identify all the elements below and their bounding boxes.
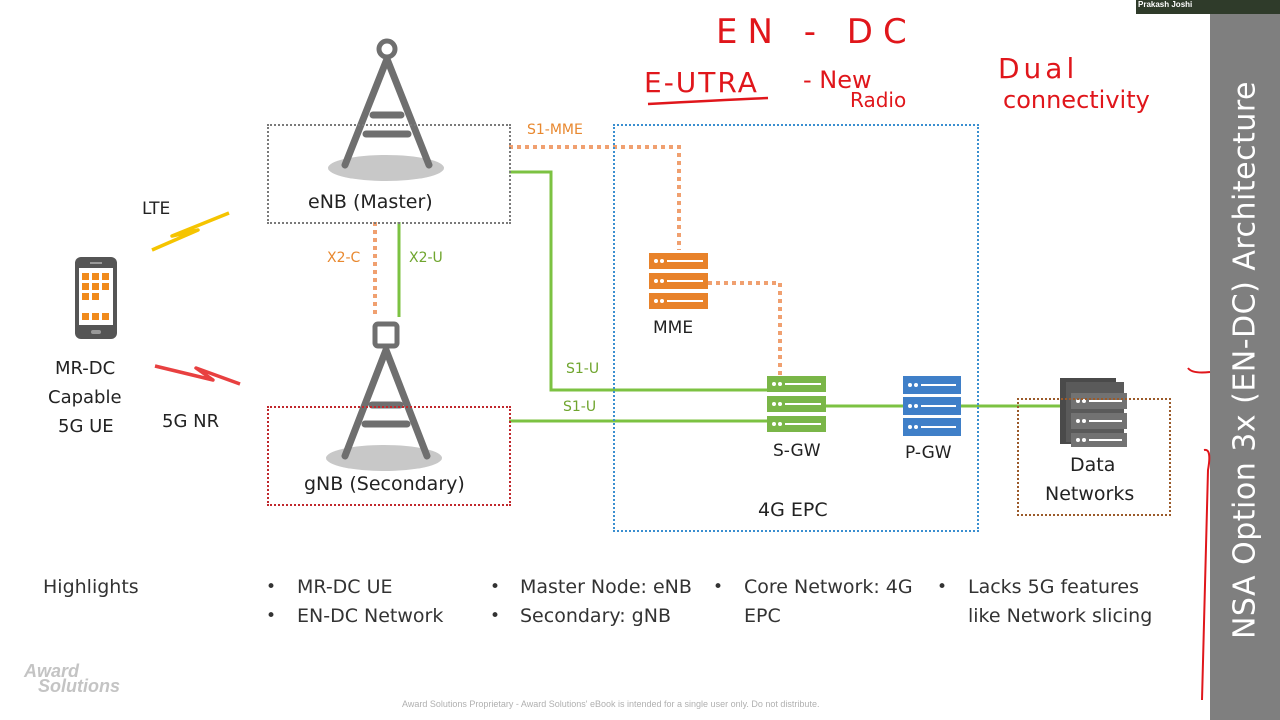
bullet-icon: • [713,577,724,597]
s1-u-enb-label: S1-U [566,361,600,377]
annotation-bracket [1201,448,1211,701]
annotation-new: - New [803,66,872,94]
annotation-en-dc: EN - DC [716,12,917,52]
highlight-item: Master Node: eNB [520,576,692,598]
highlight-item: MR-DC UE [297,576,393,598]
award-solutions-logo: Award Solutions [24,661,120,696]
epc-group-box [613,124,979,532]
highlight-item: EPC [744,605,781,627]
pgw-server-icon [903,376,961,436]
bullet-icon: • [490,577,501,597]
highlight-item: Secondary: gNB [520,605,671,627]
x2-c-label: X2-C [327,250,361,266]
epc-label: 4G EPC [758,499,828,521]
s1-u-enb-link [509,170,768,392]
data-networks-label-line1: Data [1070,454,1116,476]
highlights-heading: Highlights [43,576,139,598]
mme-label: MME [653,318,694,338]
data-networks-label-line2: Networks [1045,483,1135,505]
enb-label: eNB (Master) [308,191,433,213]
annotation-connectivity: connectivity [1003,86,1150,114]
gnb-group-box [267,406,511,506]
gnb-tower-icon [326,321,442,471]
mme-sgw-link [708,281,782,378]
annotation-dual: Dual [998,52,1079,85]
nr-signal-icon [154,364,241,386]
ue-label-line2: Capable [48,387,122,408]
ue-label-line1: MR-DC [55,358,116,379]
footer-disclaimer: Award Solutions Proprietary - Award Solu… [402,699,820,709]
bullet-icon: • [490,606,501,626]
logo-line1: Award [24,661,80,681]
bullet-icon: • [266,606,277,626]
data-networks-group-box [1017,398,1171,516]
enb-group-box [267,124,511,224]
enb-tower-icon [328,38,444,181]
presenter-name: Prakash Joshi [1138,0,1193,9]
bullet-icon: • [266,577,277,597]
highlight-item: Core Network: 4G [744,576,913,598]
nr-label: 5G NR [162,411,220,432]
pgw-label: P-GW [905,443,952,463]
sgw-server-icon [767,376,826,432]
x2-u-label: X2-U [409,250,443,266]
sgw-label: S-GW [773,441,821,461]
ue-phone-icon [75,257,117,339]
highlight-item: EN-DC Network [297,605,444,627]
highlight-item: Lacks 5G features [968,576,1139,598]
data-networks-server-icon [1060,378,1127,447]
title-sidebar [1210,14,1280,720]
ue-label-line3: 5G UE [58,416,114,437]
annotation-underline [647,96,769,106]
bullet-icon: • [937,577,948,597]
annotation-e-utra: E-UTRA [644,66,759,99]
s1-u-gnb-label: S1-U [563,399,597,415]
annotation-radio: Radio [850,88,907,112]
gnb-label: gNB (Secondary) [304,473,465,495]
lte-signal-icon [151,211,230,252]
lte-label: LTE [142,199,171,219]
logo-line2: Solutions [38,676,120,696]
s1-mme-label: S1-MME [527,122,583,138]
mme-server-icon [649,253,708,309]
presenter-video-tile [1136,0,1280,14]
highlight-item: like Network slicing [968,605,1153,627]
annotation-bracket-arrow [1187,367,1211,374]
s1-mme-link [509,145,681,250]
